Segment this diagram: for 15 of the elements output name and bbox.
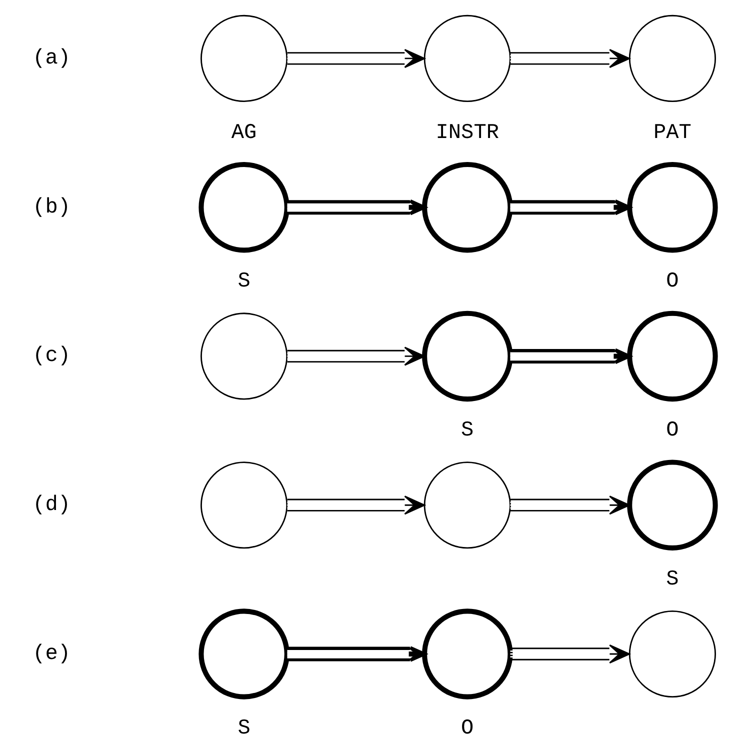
node-label: INSTR — [436, 120, 499, 144]
node-label: S — [238, 716, 250, 740]
node-label: S — [238, 269, 250, 294]
label: (c) — [32, 344, 71, 368]
node-label: O — [666, 418, 679, 442]
label: (a) — [32, 46, 71, 70]
label: (d) — [32, 492, 71, 517]
node-label: AG — [231, 120, 257, 144]
node-label: O — [666, 269, 679, 294]
node-label: S — [461, 418, 474, 442]
label: (e) — [32, 641, 71, 666]
node-label: PAT — [654, 120, 692, 144]
node-label: S — [666, 566, 679, 591]
node-label: O — [461, 716, 474, 740]
label: (b) — [32, 194, 71, 219]
